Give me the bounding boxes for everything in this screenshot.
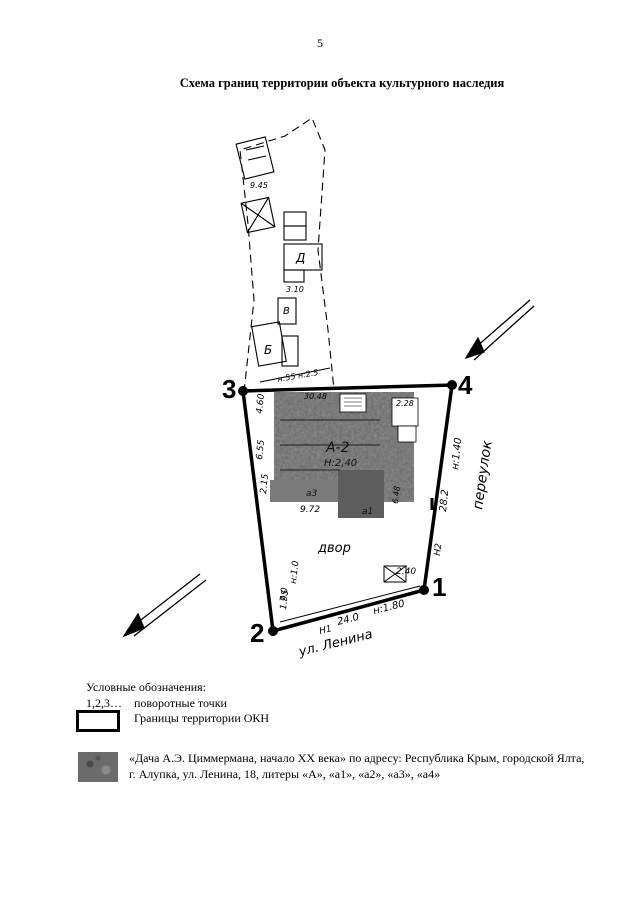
street-line xyxy=(279,585,421,623)
dim-label: 9.45 xyxy=(250,181,268,190)
dim-label: Б xyxy=(264,343,272,357)
legend-boundary-desc: Границы территории ОКН xyxy=(134,711,270,725)
turning-point-1-label: 1 xyxy=(432,572,446,602)
turning-point-4-dot xyxy=(447,380,457,390)
turning-point-4-label: 4 xyxy=(458,370,473,400)
turning-point-2-dot xyxy=(268,626,278,636)
dim-label: Н1 xyxy=(318,624,333,637)
dim-label: 7.0 xyxy=(279,587,290,603)
dim-label: 6.48 xyxy=(391,486,402,505)
house-sub-label: Н:2,40 xyxy=(324,458,357,469)
page-number: 5 xyxy=(317,36,323,50)
north-arrow-top xyxy=(464,299,535,361)
dim-label: 28.2 xyxy=(438,489,451,512)
dim-label: 2.15 xyxy=(259,473,271,494)
dim-label: 24.0 xyxy=(336,612,360,628)
lane-label: переулок xyxy=(470,439,496,511)
legend-row-points: 1,2,3… поворотные точки xyxy=(86,696,227,711)
legend-points-desc: поворотные точки xyxy=(134,696,227,710)
rear-buildings xyxy=(235,136,331,383)
dim-label: н:1.0 xyxy=(289,560,301,584)
north-arrow-bottom xyxy=(122,573,207,638)
dim-label: н:1.40 xyxy=(450,437,464,470)
yard-label: двор xyxy=(317,541,351,556)
dim-label: 30.48 xyxy=(304,392,327,401)
dim-label: 9.72 xyxy=(300,505,320,515)
dim-label: а1 xyxy=(362,507,373,517)
legend-points-key: 1,2,3… xyxy=(86,696,122,710)
turning-point-1-dot xyxy=(419,585,429,595)
legend-okn-desc: «Дача А.Э. Циммермана, начало XX века» п… xyxy=(129,751,585,781)
house-label: А-2 xyxy=(325,440,350,456)
turning-point-2-label: 2 xyxy=(250,618,264,648)
dim-label: 2.28 xyxy=(396,399,414,408)
turning-point-3-dot xyxy=(238,386,248,396)
dim-label: а3 xyxy=(306,489,318,499)
dim-label: н:55 н:2.5 xyxy=(277,368,319,384)
rear-plot-dashed-outline xyxy=(239,117,335,393)
legend-heading: Условные обозначения: xyxy=(86,680,207,694)
dim-label: 4.60 xyxy=(255,393,267,414)
dim-label: 3.10 xyxy=(286,285,304,294)
dim-label: В xyxy=(283,306,290,317)
legend-okn-swatch xyxy=(78,752,118,782)
turning-point-3-label: 3 xyxy=(222,374,236,404)
gate-structure xyxy=(383,565,407,583)
dim-label: Н2 xyxy=(433,543,444,557)
dim-label: 2.40 xyxy=(396,567,416,577)
page-title: Схема границ территории объекта культурн… xyxy=(179,76,505,90)
dim-label: 6.55 xyxy=(255,439,267,460)
dim-label: 1.95 xyxy=(279,589,291,610)
legend-boundary-swatch xyxy=(76,710,120,732)
street-label: ул. Ленина xyxy=(296,627,374,660)
dim-label: Д xyxy=(295,251,305,265)
okn-building xyxy=(270,392,419,518)
